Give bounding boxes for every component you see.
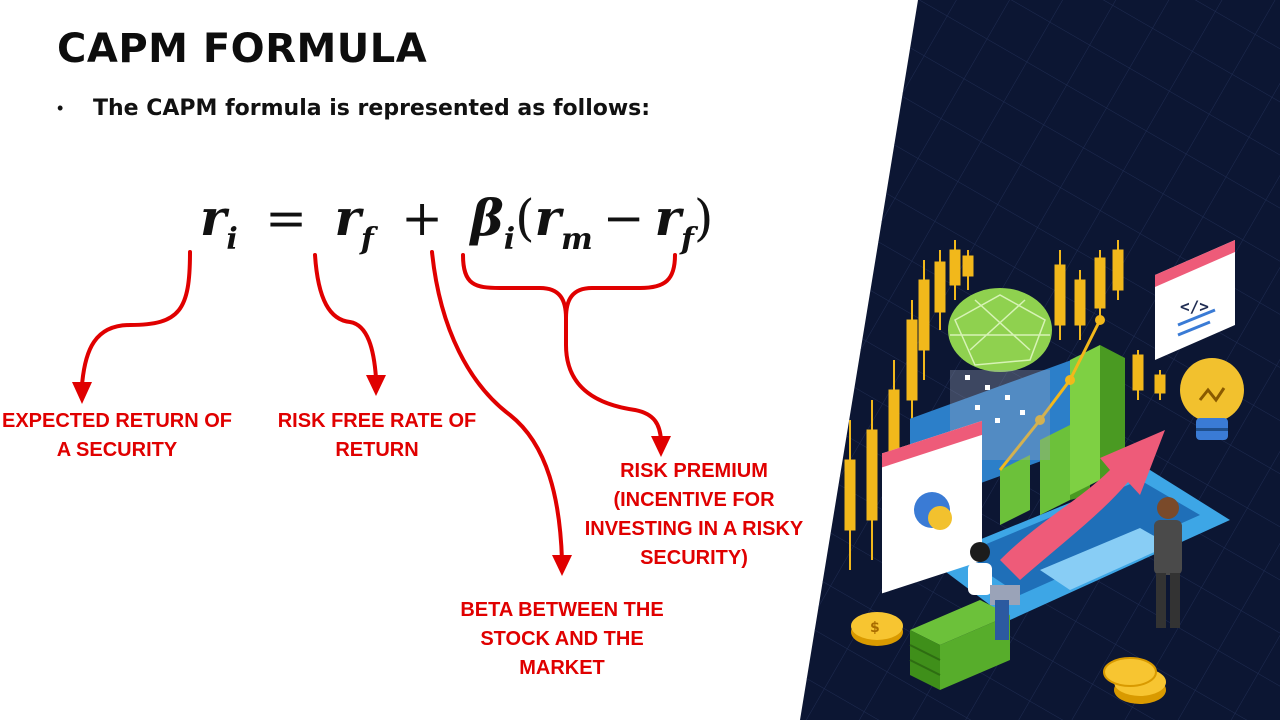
label-line: (INCENTIVE FOR [613, 489, 775, 511]
label-beta: BETA BETWEEN THE STOCK AND THE MARKET [446, 596, 678, 683]
label-expected-return: EXPECTED RETURN OF A SECURITY [0, 407, 234, 465]
beta-subscript: i [503, 222, 516, 257]
beta-symbol: β [470, 188, 504, 247]
capm-formula: ri = rf + βi(rm−rf) [200, 188, 713, 257]
coin-icon: $ [851, 612, 1166, 704]
expected-return-subscript: i [226, 222, 238, 257]
slide-title: CAPM FORMULA [57, 26, 428, 72]
plus-sign: + [401, 189, 444, 247]
risk-free-symbol-2: r [654, 188, 681, 247]
arrow-expected-return [80, 250, 192, 387]
label-line: BETA BETWEEN THE [460, 599, 664, 621]
risk-free-subscript-2: f [680, 222, 694, 257]
label-line: SECURITY) [640, 547, 748, 569]
bullet-marker: • [57, 98, 64, 118]
sparkle-dots [965, 375, 1025, 423]
label-line: RISK PREMIUM [620, 460, 768, 482]
label-line: MARKET [519, 657, 605, 679]
close-paren: ) [693, 189, 714, 247]
label-line: EXPECTED RETURN OF [1, 410, 233, 432]
label-risk-free-rate: RISK FREE RATE OF RETURN [270, 407, 484, 465]
equals-sign: = [265, 189, 308, 247]
money-stack-icon [909, 600, 1010, 690]
risk-free-symbol: r [334, 188, 361, 247]
bar-chart-icon [998, 315, 1125, 525]
growth-arrow-icon [1000, 430, 1165, 580]
label-line: INVESTING IN A RISKY [584, 518, 804, 540]
person-sitting-icon [968, 542, 1020, 640]
svg-text:$: $ [870, 620, 880, 636]
open-paren: ( [515, 189, 535, 247]
svg-text:</>: </> [1180, 297, 1209, 316]
code-window-icon: </> [1155, 240, 1235, 360]
risk-free-subscript: f [360, 222, 374, 257]
label-line: RISK FREE RATE OF [277, 410, 477, 432]
lightbulb-icon [1180, 358, 1244, 440]
expected-return-symbol: r [200, 188, 227, 247]
label-line: RETURN [335, 439, 419, 461]
minus-sign: − [602, 189, 645, 247]
person-standing-icon [1154, 497, 1182, 628]
bullet-item: • The CAPM formula is represented as fol… [57, 96, 650, 121]
python-window-icon [882, 420, 982, 594]
bullet-text: The CAPM formula is represented as follo… [93, 96, 651, 121]
label-line: STOCK AND THE [480, 628, 644, 650]
arrow-beta [430, 250, 564, 562]
label-risk-premium: RISK PREMIUM (INCENTIVE FOR INVESTING IN… [572, 457, 816, 573]
label-line: A SECURITY [56, 439, 178, 461]
market-return-subscript: m [560, 222, 593, 257]
arrow-risk-premium [564, 316, 663, 442]
brace-risk-premium [461, 253, 677, 319]
market-return-symbol: r [534, 188, 561, 247]
arrow-risk-free [313, 253, 378, 380]
